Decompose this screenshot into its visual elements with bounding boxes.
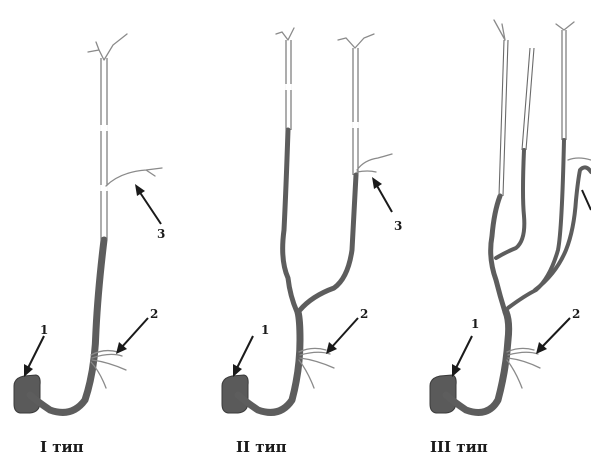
label-3-panel-2: 3 (394, 219, 402, 233)
right-branch-2 (300, 175, 356, 310)
label-2-panel-1: 2 (150, 307, 158, 321)
side-branch-3-panel-1 (106, 168, 162, 186)
panel-type-2 (222, 28, 392, 413)
label-1-panel-2: 1 (261, 323, 269, 337)
caption-panel-1: I тип (40, 438, 84, 456)
label-2-panel-3: 2 (572, 307, 580, 321)
upper-vessel-c-3 (562, 30, 566, 140)
upper-vessel-right-2 (353, 48, 358, 175)
caption-panel-2: II тип (236, 438, 287, 456)
arrows-panel-2 (233, 177, 392, 377)
top-branch-left-2 (276, 28, 294, 40)
lower-branch-2-panel-3 (507, 348, 540, 388)
upper-vessel-a-3 (499, 40, 508, 196)
upper-vessel-b-3 (522, 48, 534, 150)
right-branch-3 (508, 140, 564, 308)
label-3-panel-1: 3 (157, 227, 165, 241)
side-branch-3-panel-2 (357, 154, 392, 172)
label-1-panel-1: 1 (40, 323, 48, 337)
label-1-panel-3: 1 (471, 317, 479, 331)
upper-vessel-1 (101, 58, 107, 240)
panel-type-3 (430, 20, 591, 413)
lower-branch-2-panel-2 (299, 348, 334, 388)
label-2-panel-2: 2 (360, 307, 368, 321)
top-branch-right-2 (338, 34, 374, 48)
top-branch-1 (88, 34, 127, 60)
caption-panel-3: III тип (430, 438, 488, 456)
right-edge-vessel-3 (568, 158, 591, 160)
lower-branch-2-panel-1 (91, 351, 126, 388)
left-branch-2 (283, 130, 297, 312)
panel-type-1 (14, 34, 162, 413)
